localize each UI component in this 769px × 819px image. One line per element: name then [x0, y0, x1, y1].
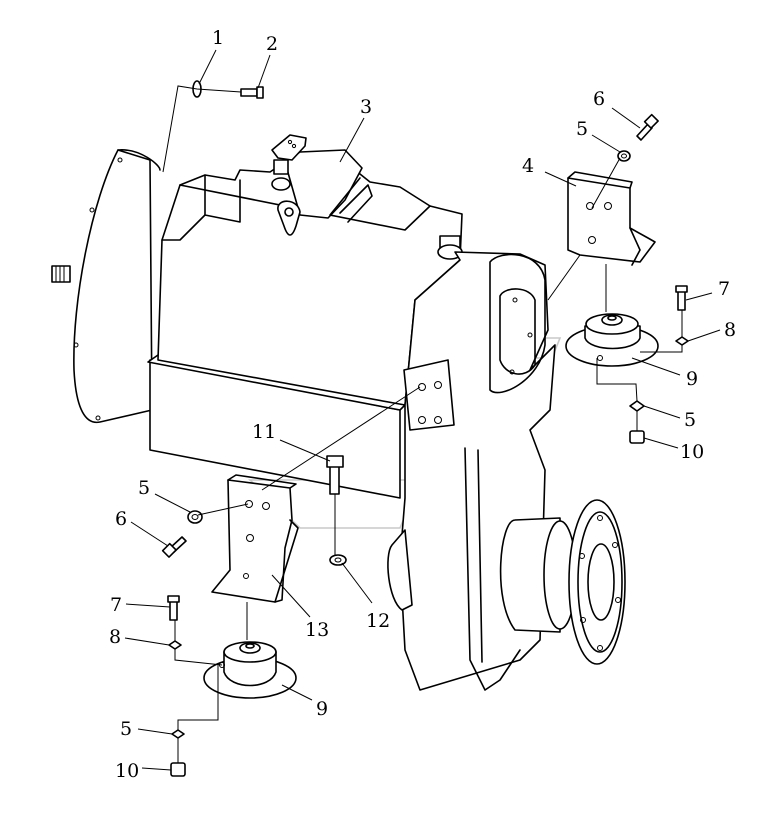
- callout-10-left: 10: [115, 760, 139, 782]
- callout-9-right: 9: [686, 368, 698, 390]
- callout-6-left: 6: [115, 508, 127, 530]
- callout-8-left: 8: [109, 626, 121, 648]
- callout-5-right-top: 5: [576, 118, 588, 140]
- callout-11: 11: [252, 421, 276, 443]
- callout-5-left: 5: [138, 477, 150, 499]
- callout-3: 3: [360, 96, 372, 118]
- callout-7-left: 7: [110, 594, 122, 616]
- right-rubber-mount: [565, 313, 659, 367]
- callout-8-right: 8: [724, 319, 736, 341]
- callout-6-right: 6: [593, 88, 605, 110]
- callout-labels: 1 2 3 4 5 6 7 8 9 5 10 11 5 6 13 12 7 8 …: [109, 27, 736, 782]
- right-mounting-bracket: [567, 171, 656, 266]
- callout-12: 12: [366, 610, 390, 632]
- callout-2: 2: [266, 33, 278, 55]
- output-flange: [499, 499, 626, 665]
- left-mounting-bracket: [211, 474, 299, 603]
- callout-5-left-bottom: 5: [120, 718, 132, 740]
- left-rubber-mount: [203, 641, 297, 699]
- leader-lines: [124, 49, 721, 771]
- callout-1: 1: [212, 27, 224, 49]
- callout-7-right: 7: [718, 278, 730, 300]
- callout-9-left: 9: [316, 698, 328, 720]
- transmission-housing: [147, 134, 556, 691]
- callout-4: 4: [522, 155, 534, 177]
- callout-10-right: 10: [680, 441, 704, 463]
- input-flange: [51, 149, 161, 424]
- callout-5-right-lower: 5: [684, 409, 696, 431]
- fasteners: [161, 80, 689, 777]
- callout-13: 13: [305, 619, 329, 641]
